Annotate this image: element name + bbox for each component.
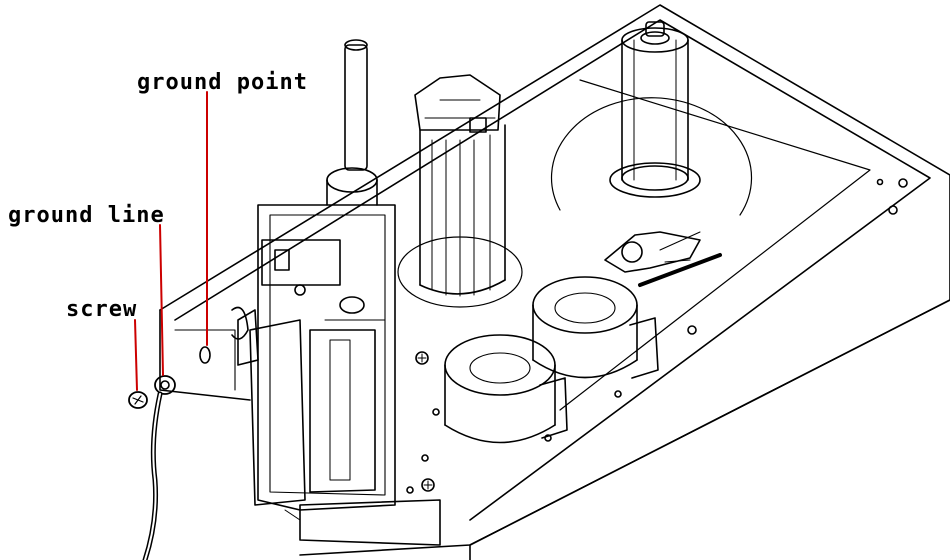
screw-icon — [128, 391, 148, 409]
leader-lines — [134, 91, 208, 391]
base-plate — [159, 4, 950, 560]
ground-line-cable — [142, 375, 176, 560]
supply-reel — [550, 21, 753, 216]
ground-line-label: ground line — [8, 203, 165, 228]
ground-point-label: ground point — [137, 70, 308, 95]
rollers — [444, 276, 659, 444]
ground-line-leader — [159, 224, 164, 376]
print-head-assembly — [231, 39, 441, 546]
threading-label — [604, 231, 722, 287]
ribbon-spindle — [397, 74, 523, 308]
ground-point-hole — [159, 309, 251, 401]
screw-label: screw — [66, 297, 138, 322]
screw-leader — [134, 319, 138, 391]
